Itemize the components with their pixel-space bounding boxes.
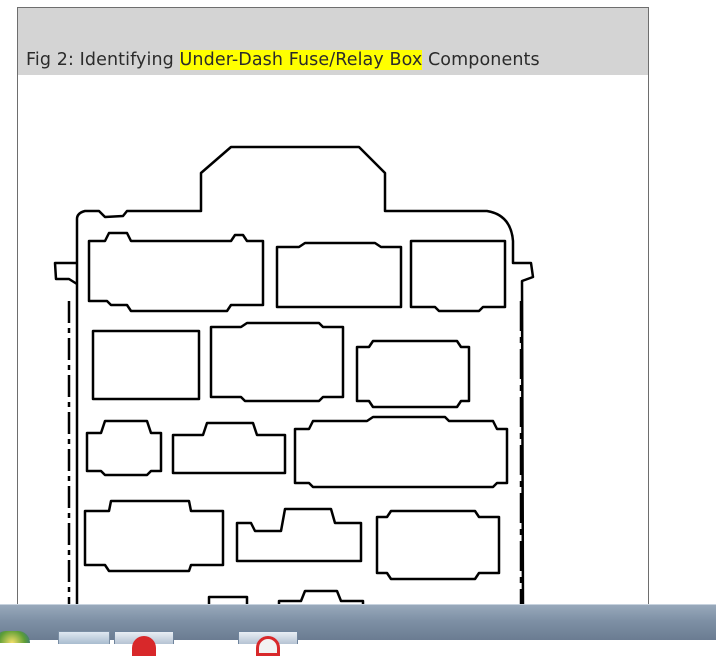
fuse-box-left-tab xyxy=(53,261,78,286)
relay-socket-r2-1 xyxy=(91,329,201,401)
caption-prefix: Fig 2: Identifying xyxy=(26,50,180,70)
relay-socket-r2-3 xyxy=(355,339,471,409)
relay-socket-r1-2 xyxy=(275,241,403,309)
caption-suffix: Components xyxy=(422,50,540,70)
browser-icon xyxy=(132,636,156,656)
caption-bar: Fig 2: Identifying Under-Dash Fuse/Relay… xyxy=(18,8,648,75)
relay-socket-r4-2 xyxy=(235,507,363,563)
app-icon xyxy=(256,636,280,656)
fuse-box-diagram xyxy=(53,145,535,608)
relay-socket-r2-2 xyxy=(209,321,345,403)
relay-socket-r3-2 xyxy=(171,421,287,475)
relay-socket-r1-3 xyxy=(409,239,507,313)
explorer-icon[interactable] xyxy=(58,631,110,644)
relay-socket-r3-1 xyxy=(85,419,163,477)
relay-socket-r3-3 xyxy=(293,415,509,489)
taskbar-button-app[interactable] xyxy=(238,631,298,656)
caption-highlight: Under-Dash Fuse/Relay Box xyxy=(179,50,423,70)
relay-socket-r4-1 xyxy=(83,499,225,573)
figure-caption: Fig 2: Identifying Under-Dash Fuse/Relay… xyxy=(26,50,540,70)
start-orb-icon[interactable] xyxy=(0,631,30,643)
taskbar xyxy=(0,604,716,656)
relay-socket-r1-1 xyxy=(87,231,265,313)
relay-socket-r5-2 xyxy=(277,589,365,608)
taskbar-button-browser[interactable] xyxy=(114,631,174,656)
fuse-box-outline xyxy=(75,145,535,608)
relay-socket-r4-3 xyxy=(375,509,501,581)
figure-frame: Fig 2: Identifying Under-Dash Fuse/Relay… xyxy=(17,7,649,608)
